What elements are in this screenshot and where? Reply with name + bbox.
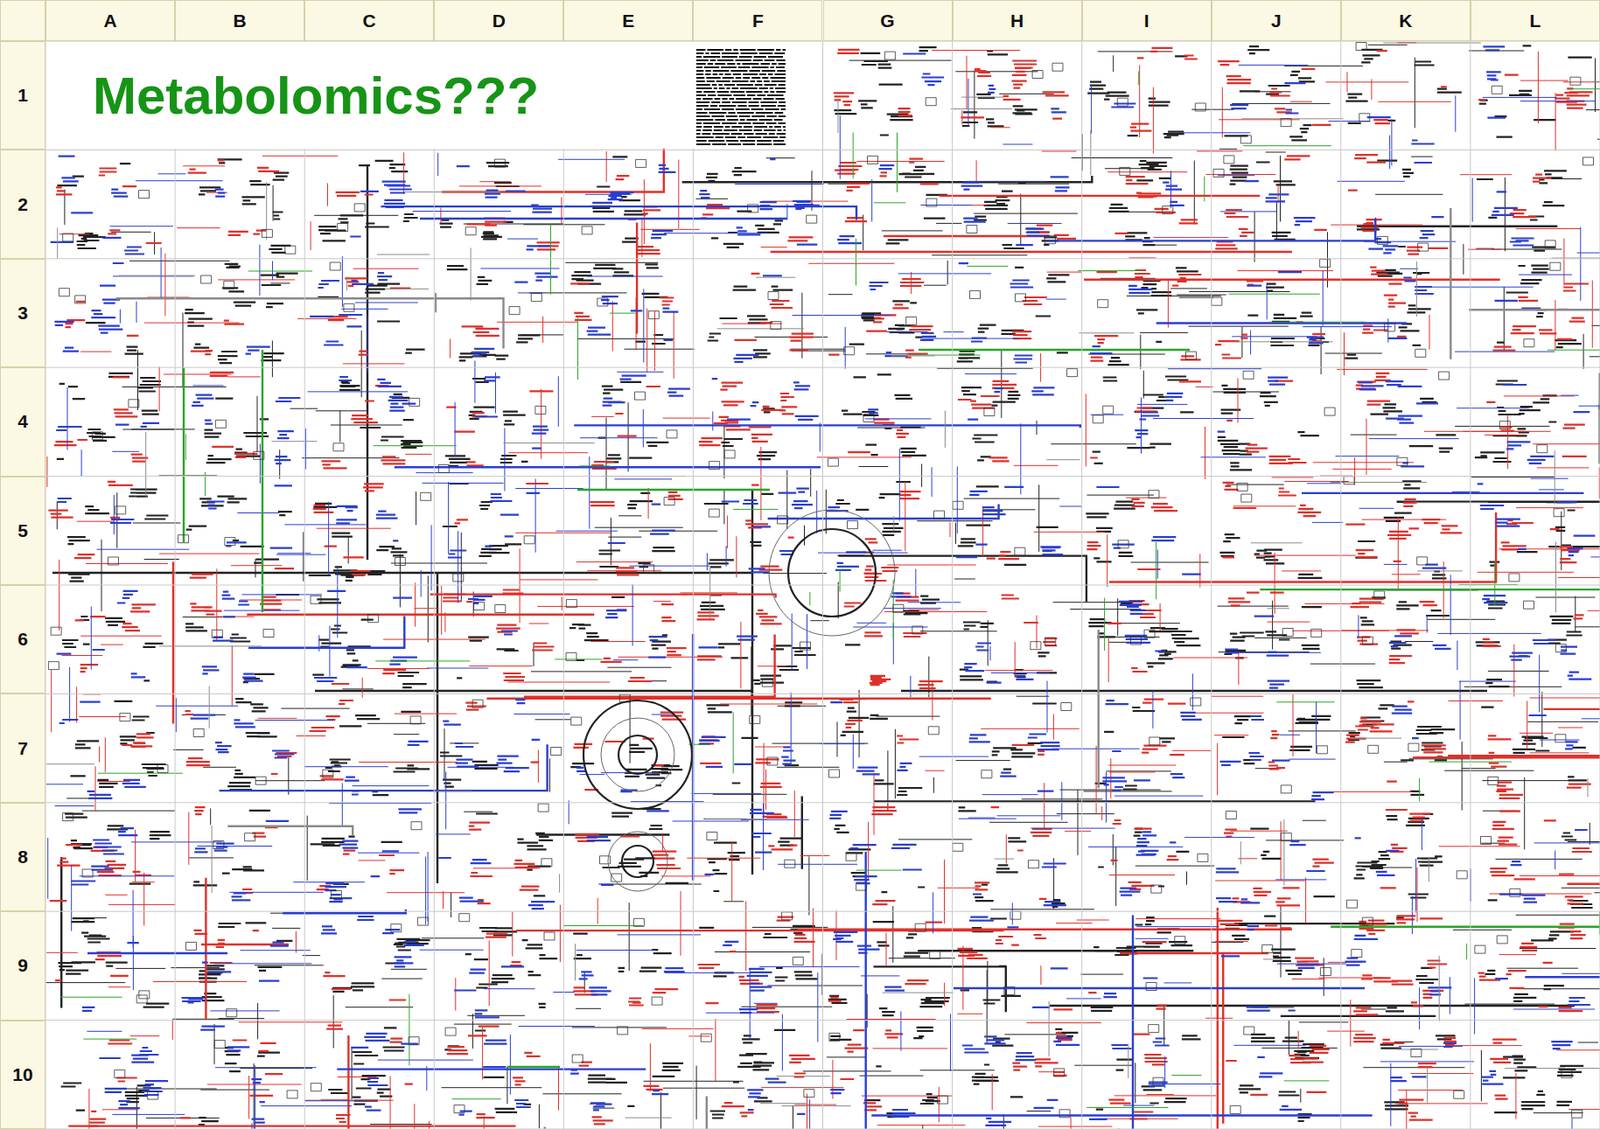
column-letter: D — [492, 10, 506, 32]
row-header: 4 — [0, 367, 46, 476]
row-number: 7 — [17, 738, 28, 760]
column-header: B — [174, 0, 305, 42]
row-header: 1 — [0, 41, 46, 150]
main-pathway-line — [116, 208, 1600, 1129]
column-letter: B — [233, 10, 247, 32]
cycle-ring — [607, 831, 668, 892]
row-header: 9 — [0, 911, 46, 1021]
column-letter: I — [1144, 10, 1150, 32]
row-header: 2 — [0, 149, 46, 259]
column-letter: L — [1530, 10, 1542, 32]
column-letter: H — [1010, 10, 1024, 32]
main-pathway-line — [68, 138, 1600, 1129]
row-number: 2 — [17, 194, 28, 216]
text-glyphs — [48, 47, 1593, 1128]
cycle-ring — [618, 735, 657, 775]
column-header: I — [1082, 0, 1212, 42]
column-letter: F — [752, 10, 764, 32]
row-number: 4 — [17, 411, 28, 433]
column-header: L — [1470, 0, 1600, 42]
column-header: K — [1341, 0, 1471, 42]
column-header: D — [433, 0, 564, 42]
column-header: J — [1211, 0, 1342, 42]
row-number: 8 — [17, 846, 28, 868]
row-number: 3 — [17, 302, 28, 324]
cycle-ring — [621, 845, 654, 878]
row-header: 3 — [0, 258, 46, 368]
column-letter: E — [621, 10, 635, 32]
column-header: E — [563, 0, 693, 42]
legend-ground — [692, 45, 790, 149]
row-number: 1 — [17, 84, 28, 106]
legend-text-block — [696, 48, 786, 146]
row-number: 6 — [17, 628, 28, 650]
column-header: F — [692, 0, 823, 42]
column-letter: A — [103, 10, 117, 32]
main-pathway-line — [87, 206, 1600, 1129]
row-number: 5 — [17, 520, 28, 542]
cycle-ring — [600, 718, 675, 792]
column-header: H — [952, 0, 1083, 42]
row-number: 9 — [17, 955, 28, 977]
row-header: 6 — [0, 585, 46, 694]
column-letter: J — [1271, 10, 1282, 32]
main-pathway-line — [183, 349, 1600, 1068]
compound-box — [48, 42, 1594, 1119]
row-header: 5 — [0, 476, 46, 586]
column-header: G — [823, 0, 953, 42]
row-header: 10 — [0, 1020, 46, 1129]
cycle-ring — [768, 510, 895, 636]
cycle-ring — [583, 700, 692, 810]
column-letter: G — [880, 10, 895, 32]
corner-cell — [0, 0, 46, 42]
row-number: 10 — [12, 1064, 33, 1086]
row-header: 7 — [0, 693, 46, 803]
column-header: A — [45, 0, 175, 42]
pathway-line — [46, 42, 1600, 1118]
main-pathway-line — [52, 166, 1600, 1017]
row-header: 8 — [0, 803, 46, 912]
column-letter: C — [363, 10, 377, 32]
title-panel: Metabolomics??? — [46, 41, 696, 149]
title: Metabolomics??? — [92, 65, 539, 126]
cycle-ring — [788, 529, 876, 617]
grid-line — [45, 41, 1600, 1129]
column-letter: K — [1398, 10, 1412, 32]
column-header: C — [304, 0, 434, 42]
